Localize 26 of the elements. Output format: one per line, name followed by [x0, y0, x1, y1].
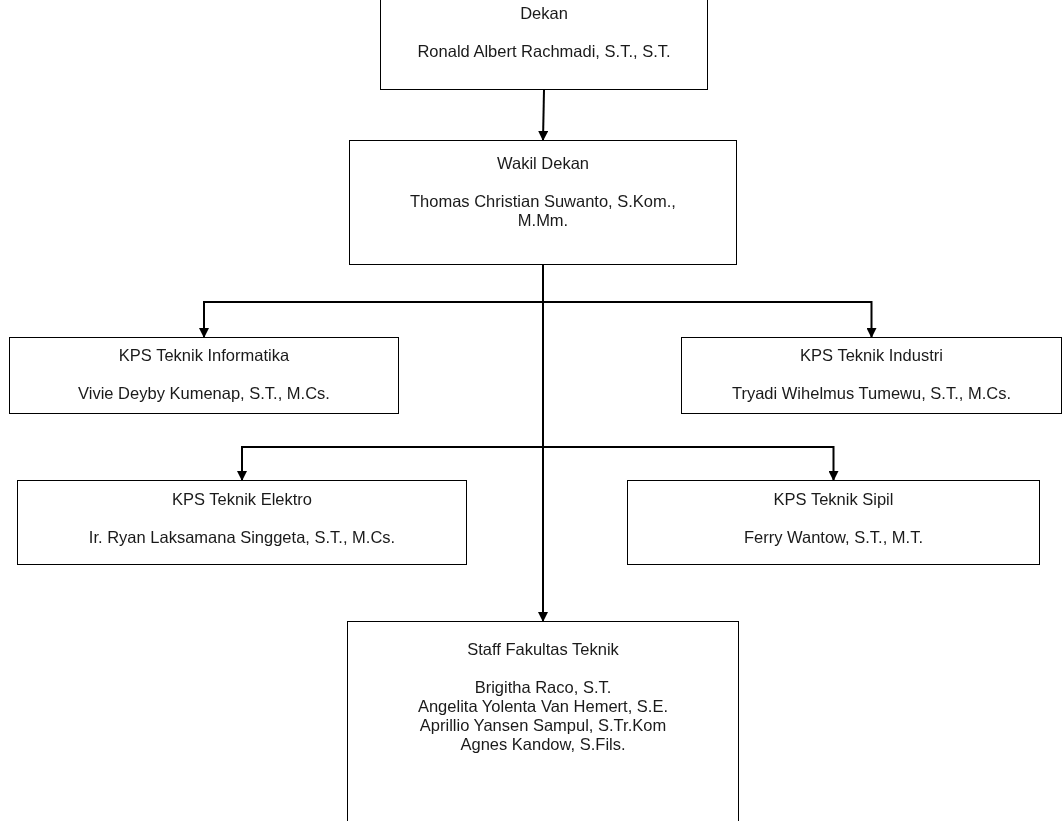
person-name: Ronald Albert Rachmadi, S.T., S.T. — [417, 42, 671, 61]
org-box — [349, 140, 737, 265]
org-box — [681, 337, 1062, 414]
role-title: KPS Teknik Informatika — [118, 346, 290, 365]
org-box — [627, 480, 1040, 565]
person-name: Vivie Deyby Kumenap, S.T., M.Cs. — [78, 384, 330, 403]
person-name: Ferry Wantow, S.T., M.T. — [743, 528, 924, 547]
person-name: Thomas Christian Suwanto, S.Kom., M.Mm. — [409, 192, 677, 230]
person-name: Angelita Yolenta Van Hemert, S.E. — [417, 697, 669, 716]
role-title: Dekan — [520, 4, 568, 23]
role-title: KPS Teknik Industri — [800, 346, 943, 365]
person-name: Aprillio Yansen Sampul, S.Tr.Kom — [419, 716, 667, 735]
role-title: Staff Fakultas Teknik — [467, 640, 619, 659]
org-box — [9, 337, 399, 414]
person-name: Agnes Kandow, S.Fils. — [460, 735, 626, 754]
arrow — [538, 89, 549, 141]
person-name: Ir. Ryan Laksamana Singgeta, S.T., M.Cs. — [88, 528, 396, 547]
role-title: Wakil Dekan — [497, 154, 589, 173]
arrow — [538, 264, 548, 622]
role-title: KPS Teknik Elektro — [172, 490, 312, 509]
org-box — [17, 480, 467, 565]
role-title: KPS Teknik Sipil — [773, 490, 894, 509]
person-name: Tryadi Wihelmus Tumewu, S.T., M.Cs. — [732, 384, 1011, 403]
person-name: Brigitha Raco, S.T. — [474, 678, 612, 697]
org-box — [380, 0, 708, 90]
org-box — [347, 621, 739, 821]
